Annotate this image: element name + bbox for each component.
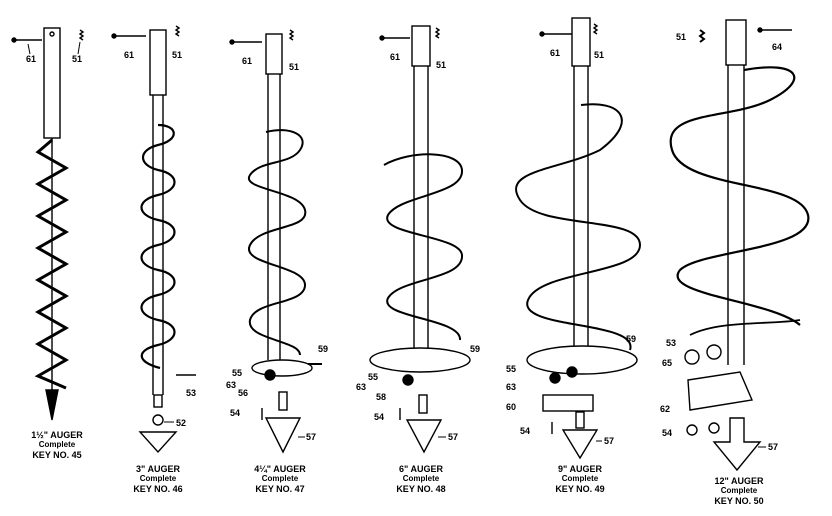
auger-6-part-62-label: 62 [660, 404, 670, 414]
spring-clip-icon [288, 29, 295, 41]
auger-6-drawing [669, 19, 810, 472]
auger-3-caption: 4¼" AUGER Complete KEY NO. 47 [225, 464, 335, 494]
cutting-plate [687, 371, 753, 411]
auger-3-complete: Complete [261, 474, 299, 483]
auger-6-key: KEY NO. 50 [714, 496, 764, 506]
auger-4-key: KEY NO. 48 [396, 484, 446, 494]
auger-1-title: 1½" AUGER [31, 430, 83, 440]
auger-4-part-63-label: 63 [356, 382, 366, 392]
shaft [149, 29, 167, 96]
auger-5-part-57-label: 57 [604, 436, 614, 446]
auger-3-part-61-label: 61 [242, 56, 252, 66]
auger-5-complete: Complete [561, 474, 599, 483]
auger-5-part-60-label: 60 [506, 402, 516, 412]
auger-5-part-55-label: 55 [506, 364, 516, 374]
auger-4-part-61-label: 61 [390, 52, 400, 62]
cutting-plate [542, 394, 594, 412]
cutter-blade [369, 347, 471, 373]
auger-2-drawing [111, 25, 196, 454]
nut-icon [684, 349, 700, 365]
auger-point [45, 389, 59, 421]
auger-4-part-55-label: 55 [368, 372, 378, 382]
auger-5-part-51-label: 51 [594, 50, 604, 60]
auger-2-part-61-label: 61 [124, 50, 134, 60]
auger-5-part-59-label: 59 [626, 334, 636, 344]
spring-clip-icon [174, 25, 181, 37]
auger-6-complete: Complete [720, 486, 758, 495]
auger-2-part-53-label: 53 [186, 388, 196, 398]
auger-4-part-51-label: 51 [436, 60, 446, 70]
auger-2-title: 3" AUGER [136, 464, 180, 474]
auger-6-caption: 12" AUGER Complete KEY NO. 50 [684, 476, 794, 506]
auger-6-part-57-label: 57 [768, 442, 778, 452]
spring-clip-icon [698, 29, 706, 43]
auger-1-part-61-label: 61 [26, 54, 36, 64]
auger-point [561, 429, 599, 460]
auger-3-drawing [229, 29, 322, 454]
auger-point [712, 417, 762, 472]
spring-clip-icon [78, 29, 85, 41]
cutter-blade [251, 359, 313, 377]
auger-1-key: KEY NO. 45 [32, 450, 82, 460]
auger-2-caption: 3" AUGER Complete KEY NO. 46 [103, 464, 213, 494]
auger-4-part-59-label: 59 [470, 344, 480, 354]
auger-3-part-51-label: 51 [289, 62, 299, 72]
auger-5-part-61-label: 61 [550, 48, 560, 58]
cutter-blade [526, 345, 638, 375]
auger-1-part-51-label: 51 [72, 54, 82, 64]
auger-3-part-54-label: 54 [230, 408, 240, 418]
flighting [34, 138, 70, 390]
auger-6-title: 12" AUGER [714, 476, 764, 486]
auger-3-title: 4¼" AUGER [254, 464, 306, 474]
auger-point [138, 431, 178, 454]
shaft [411, 25, 431, 67]
auger-6-part-65-label: 65 [662, 358, 672, 368]
spring-clip-icon [434, 27, 441, 39]
auger-5-drawing [515, 17, 642, 460]
shaft [265, 33, 283, 75]
auger-5-caption: 9" AUGER Complete KEY NO. 49 [525, 464, 635, 494]
shaft [571, 17, 591, 67]
auger-6-part-51-label: 51 [676, 32, 686, 42]
flighting [247, 129, 307, 356]
auger-2-key: KEY NO. 46 [133, 484, 183, 494]
auger-4-part-54-label: 54 [374, 412, 384, 422]
auger-2-part-51-label: 51 [172, 50, 182, 60]
auger-4-part-57-label: 57 [448, 432, 458, 442]
auger-5-title: 9" AUGER [558, 464, 602, 474]
auger-6-part-53-label: 53 [666, 338, 676, 348]
shaft [725, 19, 747, 66]
auger-3-part-59-label: 59 [318, 344, 328, 354]
flighting [383, 153, 464, 341]
auger-1-complete: Complete [38, 440, 76, 449]
auger-4-complete: Complete [402, 474, 440, 483]
auger-2-complete: Complete [139, 474, 177, 483]
shaft [43, 27, 61, 139]
auger-3-key: KEY NO. 47 [255, 484, 305, 494]
flighting [515, 103, 642, 351]
auger-point [405, 419, 443, 454]
auger-3-part-55-label: 55 [232, 368, 242, 378]
auger-3-part-57-label: 57 [306, 432, 316, 442]
auger-point [264, 417, 302, 454]
auger-3-part-63-label: 63 [226, 380, 236, 390]
flighting [669, 66, 810, 326]
auger-1-drawing [11, 27, 85, 421]
flighting [140, 123, 176, 370]
auger-3-part-56-label: 56 [238, 388, 248, 398]
auger-4-caption: 6" AUGER Complete KEY NO. 48 [366, 464, 476, 494]
auger-5-part-54-label: 54 [520, 426, 530, 436]
auger-2-part-52-label: 52 [176, 418, 186, 428]
auger-6-part-54-label: 54 [662, 428, 672, 438]
auger-4-title: 6" AUGER [399, 464, 443, 474]
auger-4-drawing [369, 25, 471, 454]
auger-5-key: KEY NO. 49 [555, 484, 605, 494]
auger-6-part-64-label: 64 [772, 42, 782, 52]
auger-4-part-58-label: 58 [376, 392, 386, 402]
spring-clip-icon [592, 23, 599, 35]
auger-5-part-63-label: 63 [506, 382, 516, 392]
auger-1-caption: 1½" AUGER Complete KEY NO. 45 [2, 430, 112, 460]
